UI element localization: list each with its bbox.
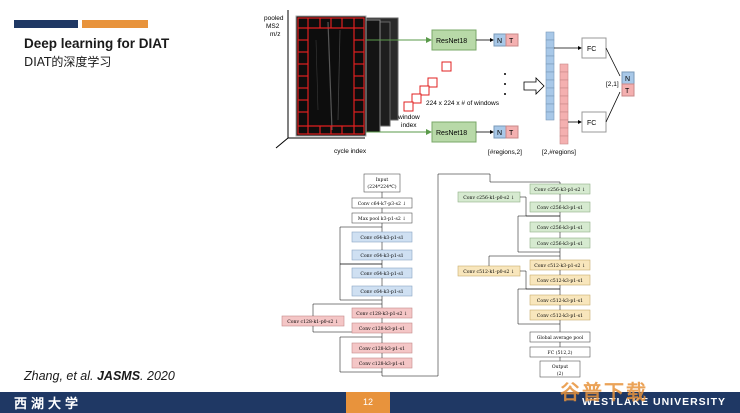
citation-authors: Zhang, et al. [24, 369, 97, 383]
yellow-conv-4: Conv c512-k3-p1-s1 [537, 313, 583, 319]
out-t-label: T [625, 88, 630, 95]
green-side-label: Conv c256-k1-p0-s2 ↓ [463, 195, 514, 201]
out-t-cell [621, 83, 635, 97]
yellow-conv-1: Conv c512-k3-p1-s2 ↓ [534, 263, 585, 269]
spectra-stack [295, 15, 399, 137]
footer-university-name: WESTLAKE UNIVERSITY [582, 396, 726, 408]
axis-cycle-label: cycle index [334, 148, 367, 155]
dim-2-1-label: [2,1] [606, 81, 619, 88]
input-label-2: (224*224*C) [367, 183, 396, 190]
green-conv-3: Conv c256-k3-p1-s1 [537, 225, 583, 231]
blue-conv-1: Conv c64-k3-p1-s1 [360, 235, 403, 241]
ellipsis-dots [504, 73, 506, 95]
transpose-arrow-icon [523, 77, 545, 95]
blue-stage: Conv c64-k3-p1-s1 Conv c64-k3-p1-s1 Conv… [339, 226, 413, 301]
output-label-2: (2) [557, 370, 564, 377]
yellow-conv-2: Conv c512-k3-p1-s1 [537, 278, 583, 284]
red-stage: Conv c128-k3-p1-s2 ↓ Conv c128-k3-p1-s1 … [339, 307, 413, 373]
red-side-label: Conv c128-k1-p0-s2 ↓ [287, 319, 338, 325]
windows-dimension-label: 224 x 224 x # of windows [426, 100, 500, 107]
yellow-stage: Conv c512-k3-p1-s2 ↓ Conv c512-k3-p1-s1 … [488, 255, 591, 325]
maxpool-label: Max pool k3-p1-s2 ↓ [358, 216, 406, 222]
blue-conv-3: Conv c64-k3-p1-s1 [360, 271, 403, 277]
green-conv-1: Conv c256-k3-p1-s2 ↓ [534, 187, 585, 193]
t-label-top: T [509, 38, 514, 45]
blue-conv-4: Conv c64-k3-p1-s1 [360, 289, 403, 295]
axis-pooled-label: pooled [264, 15, 284, 22]
resnet-bottom-label: ResNet18 [436, 130, 467, 137]
watermark: 谷普下载 [560, 380, 648, 404]
red-conv-3: Conv c128-k3-p1-s1 [359, 346, 405, 352]
fc-label: FC (512,2) [548, 349, 573, 356]
yellow-conv-3: Conv c512-k3-p1-s1 [537, 298, 583, 304]
header-accent-navy [14, 20, 78, 28]
green-conv-2: Conv c256-k3-p1-s1 [537, 205, 583, 211]
window-index-label-1: window [397, 114, 420, 121]
out-n-label: N [625, 76, 630, 83]
dim-regions-2-label: [#regions,2] [488, 149, 522, 156]
slide-title: Deep learning for DIAT [24, 36, 170, 51]
t-cell-top [505, 33, 519, 47]
red-conv-1: Conv c128-k3-p1-s2 ↓ [356, 311, 407, 317]
diat-pipeline-figure: pooled MS2 m/z cycle index [260, 0, 650, 162]
n-label-bottom: N [497, 130, 502, 137]
citation-year: . 2020 [140, 369, 175, 383]
resnet-top-label: ResNet18 [436, 38, 467, 45]
footer-bar: 西湖大学 12 WESTLAKE UNIVERSITY [0, 392, 740, 413]
extracted-windows [403, 61, 452, 112]
westlake-logo-text: 西湖大学 [14, 397, 83, 412]
window-grid [297, 17, 365, 135]
blue-conv-2: Conv c64-k3-p1-s1 [360, 253, 403, 259]
fc-bottom-label: FC [587, 120, 596, 127]
output-label-1: Output [552, 364, 568, 370]
n-vector-column [545, 31, 555, 121]
axis-mz-label: m/z [270, 31, 280, 38]
t-label-bottom: T [509, 130, 514, 137]
input-label-1: Input [376, 177, 389, 183]
resnet18-architecture-figure: Input (224*224*C) Conv c64-k7-p3-s2 ↓ Ma… [278, 170, 614, 378]
page-number: 12 [346, 392, 390, 413]
t-cell-bottom [505, 125, 519, 139]
fc-top-label: FC [587, 46, 596, 53]
header-accent-orange [82, 20, 148, 28]
slide-subtitle: DIAT的深度学习 [24, 55, 112, 69]
citation: Zhang, et al. JASMS. 2020 [24, 369, 175, 383]
window-index-label-2: index [401, 122, 417, 129]
green-conv-4: Conv c256-k3-p1-s1 [537, 241, 583, 247]
red-conv-2: Conv c128-k3-p1-s1 [359, 326, 405, 332]
yellow-side-label: Conv c512-k1-p0-s2 ↓ [463, 269, 514, 275]
axis-ms2-label: MS2 [266, 23, 280, 30]
citation-journal: JASMS [96, 369, 141, 383]
n-label-top: N [497, 38, 502, 45]
t-vector-column [559, 63, 569, 145]
gap-label: Global average pool [537, 335, 584, 341]
output-block [539, 360, 581, 378]
red-conv-4: Conv c128-k3-p1-s1 [359, 361, 405, 367]
dim-2-regions-label: [2,#regions] [542, 149, 576, 156]
conv1-label: Conv c64-k7-p3-s2 ↓ [358, 201, 407, 207]
